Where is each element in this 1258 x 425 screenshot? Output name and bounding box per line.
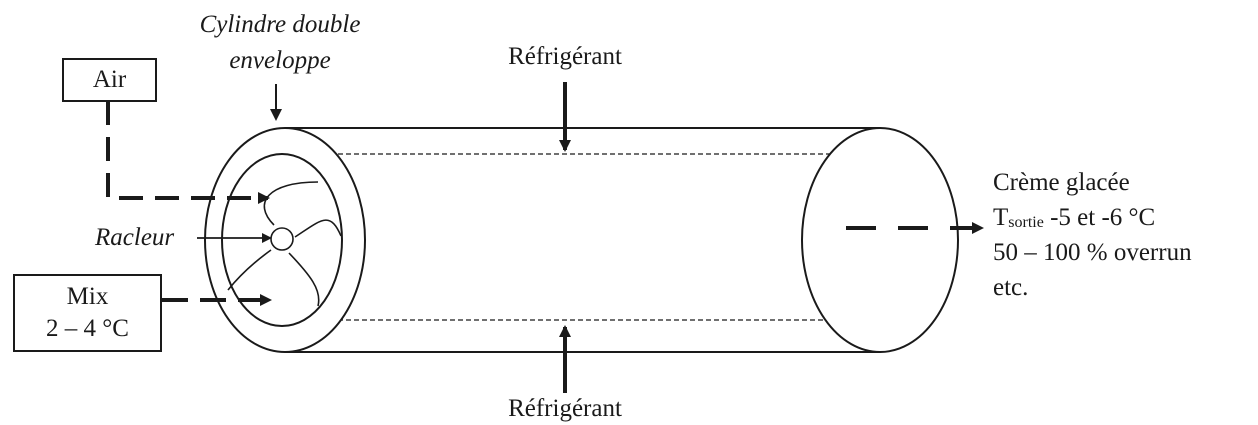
refrigerant-top-label: Réfrigérant (508, 43, 622, 70)
mix-label-line2: 2 – 4 °C (46, 315, 129, 342)
output-t-rest: -5 et -6 °C (1043, 204, 1156, 231)
output-line4: etc. (993, 274, 1029, 301)
air-inlet-path (106, 101, 270, 204)
jacket-label-line1: Cylindre double (199, 11, 361, 38)
mix-box: Mix 2 – 4 °C (13, 274, 162, 352)
output-t-sub: sortie (1008, 214, 1044, 231)
scraper-hub (270, 227, 294, 251)
output-t-main: T (993, 204, 1009, 231)
air-label: Air (92, 66, 127, 93)
cylinder-right-end (801, 127, 959, 353)
output-line1: Crème glacée (993, 169, 1130, 196)
air-box: Air (62, 58, 157, 102)
output-line2: Tsortie -5 et -6 °C (993, 203, 1155, 238)
output-line3: 50 – 100 % overrun (993, 239, 1192, 266)
mix-label-line1: Mix (66, 283, 109, 310)
jacket-label-line2: enveloppe (229, 47, 331, 74)
refrigerant-bottom-label: Réfrigérant (508, 395, 622, 422)
scraper-label: Racleur (95, 224, 175, 251)
